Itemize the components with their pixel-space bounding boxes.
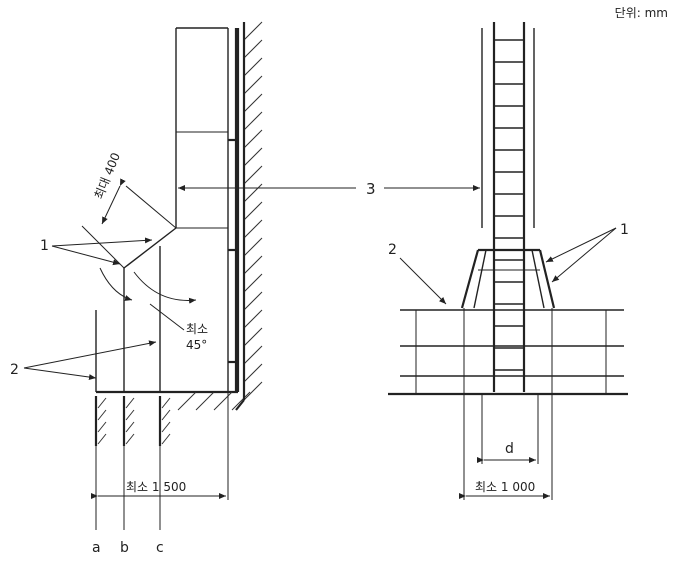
right-ladder	[492, 22, 526, 392]
min-angle-label-2: 45°	[186, 338, 207, 352]
unit-note: 단위: mm	[614, 6, 668, 20]
callout-3: 3	[178, 180, 480, 198]
max-400-label: 최대 400	[92, 151, 123, 202]
left-callout-1: 1	[40, 237, 153, 266]
left-foot-hatching	[94, 396, 171, 446]
left-callout-2: 2	[10, 340, 157, 381]
max-400-dimension: 최대 400	[81, 151, 177, 269]
left-callout-1-label: 1	[40, 238, 49, 254]
min-1500-dimension: 최소 1 500	[91, 392, 229, 530]
left-callout-2-label: 2	[10, 362, 19, 378]
position-a: a	[92, 540, 101, 556]
right-view: d 최소 1 000 1 2	[388, 22, 629, 500]
position-c: c	[156, 540, 164, 556]
min-1500-label: 최소 1 500	[126, 480, 186, 494]
min-1000-label: 최소 1 000	[475, 480, 535, 494]
dimension-d: d	[477, 394, 539, 464]
min-45-angle: 최소 45°	[99, 267, 208, 352]
left-view: 최대 400 최소 45° 1 2	[10, 21, 263, 556]
dim-d-label: d	[505, 441, 514, 457]
min-1000-dimension: 최소 1 000	[459, 308, 553, 500]
right-callout-2: 2	[388, 242, 447, 305]
right-callout-1-label: 1	[620, 222, 629, 238]
right-callout-1: 1	[545, 222, 629, 283]
left-ladder	[175, 27, 238, 392]
callout-3-label: 3	[366, 180, 376, 198]
right-platform	[388, 309, 628, 396]
left-wall-hatching	[96, 21, 263, 411]
right-cage-flare	[460, 248, 556, 309]
left-cage-frame	[95, 227, 228, 393]
position-b: b	[120, 540, 129, 556]
right-callout-2-label: 2	[388, 242, 397, 258]
min-angle-label-1: 최소	[186, 322, 208, 336]
